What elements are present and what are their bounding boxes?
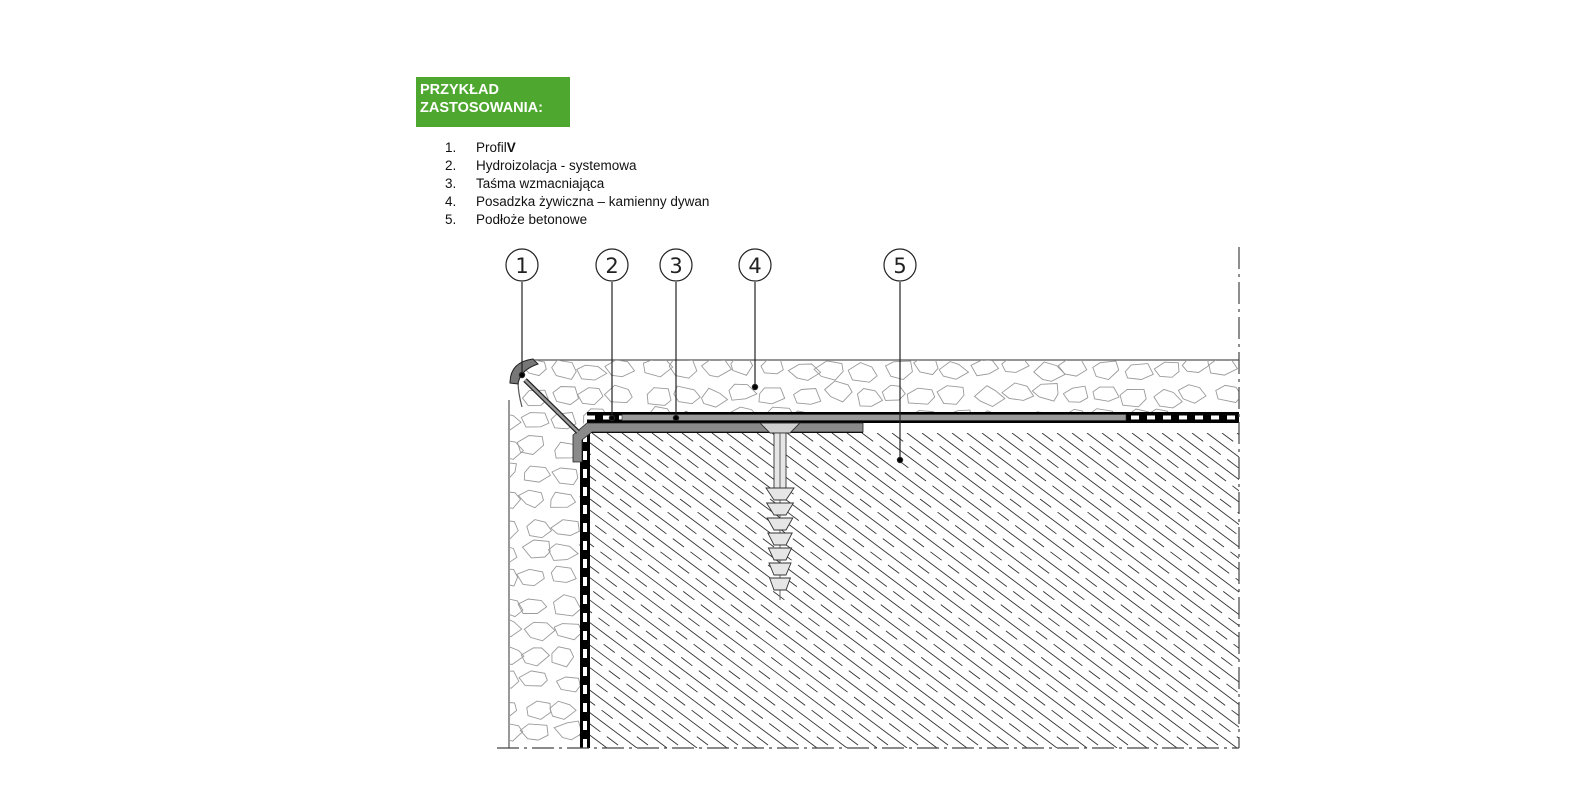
- legend-item: 2.Hydroizolacja - systemowa: [445, 158, 637, 173]
- legend-item: 3.Taśma wzmacniająca: [445, 176, 605, 191]
- reinforcing-tape: [621, 414, 1127, 421]
- svg-text:5: 5: [893, 254, 906, 278]
- callout-5: 5: [883, 248, 917, 464]
- callout-4: 4: [738, 248, 772, 391]
- badge-line-2: ZASTOSOWANIA:: [420, 100, 543, 116]
- callout-2: 2: [595, 248, 629, 422]
- svg-text:1: 1: [515, 254, 528, 278]
- waterproofing-layer: [587, 412, 1239, 423]
- legend-item: 4.Posadzka żywiczna – kamienny dywan: [445, 194, 710, 209]
- anchor-dowel: [758, 422, 802, 600]
- callout-1: 1: [505, 248, 539, 379]
- svg-text:3: 3: [669, 254, 682, 278]
- callout-3: 3: [659, 248, 693, 422]
- legend-item: 1.Profil V: [445, 140, 516, 155]
- svg-text:4: 4: [748, 254, 761, 278]
- svg-text:2: 2: [605, 254, 618, 278]
- component-legend: 1.Profil V 2.Hydroizolacja - systemowa 3…: [445, 139, 709, 229]
- concrete-substrate: [587, 433, 1239, 748]
- legend-item: 5.Podłoże betonowe: [445, 212, 588, 227]
- application-example-badge: PRZYKŁAD ZASTOSOWANIA:: [416, 77, 570, 127]
- profile-v: [509, 358, 864, 748]
- callouts: 1 2 3 4 5: [505, 248, 917, 464]
- badge-line-1: PRZYKŁAD: [420, 82, 499, 98]
